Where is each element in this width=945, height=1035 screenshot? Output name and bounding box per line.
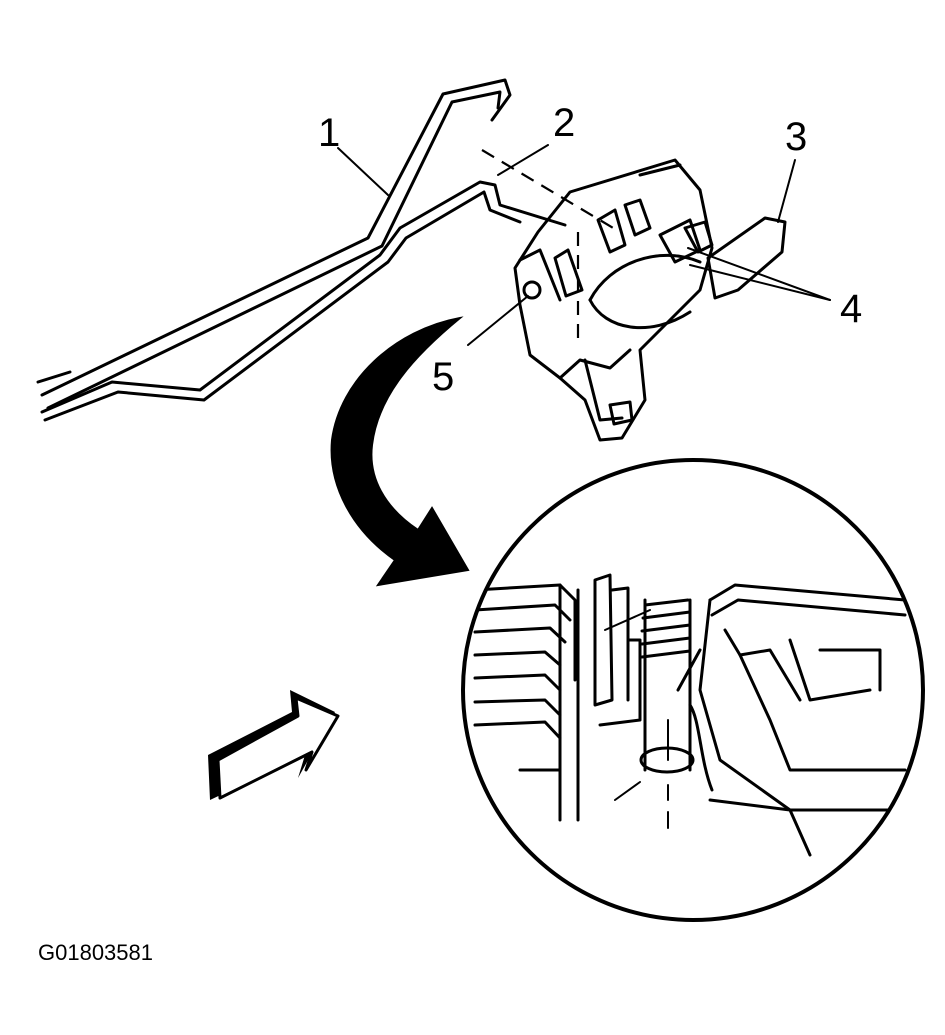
detail-fins — [473, 573, 642, 822]
part-3-handle — [706, 216, 787, 300]
detail-view-circle — [461, 458, 925, 922]
detail-latch-housing — [676, 583, 907, 857]
callout-2: 2 — [553, 101, 575, 145]
view-direction-arrow — [208, 690, 340, 800]
callout-4: 4 — [840, 287, 862, 331]
callout-1: 1 — [318, 111, 340, 155]
detail-curved-arrow — [330, 317, 470, 587]
callout-3: 3 — [785, 115, 807, 159]
rod-1 — [36, 78, 512, 410]
latch-assembly — [513, 158, 714, 442]
alignment-line-upper — [481, 149, 621, 233]
rod-2 — [40, 180, 567, 422]
figure-id: G01803581 — [38, 940, 153, 965]
detail-spring-pin — [604, 598, 695, 829]
leader-lines — [337, 144, 831, 346]
callout-5: 5 — [432, 355, 454, 399]
